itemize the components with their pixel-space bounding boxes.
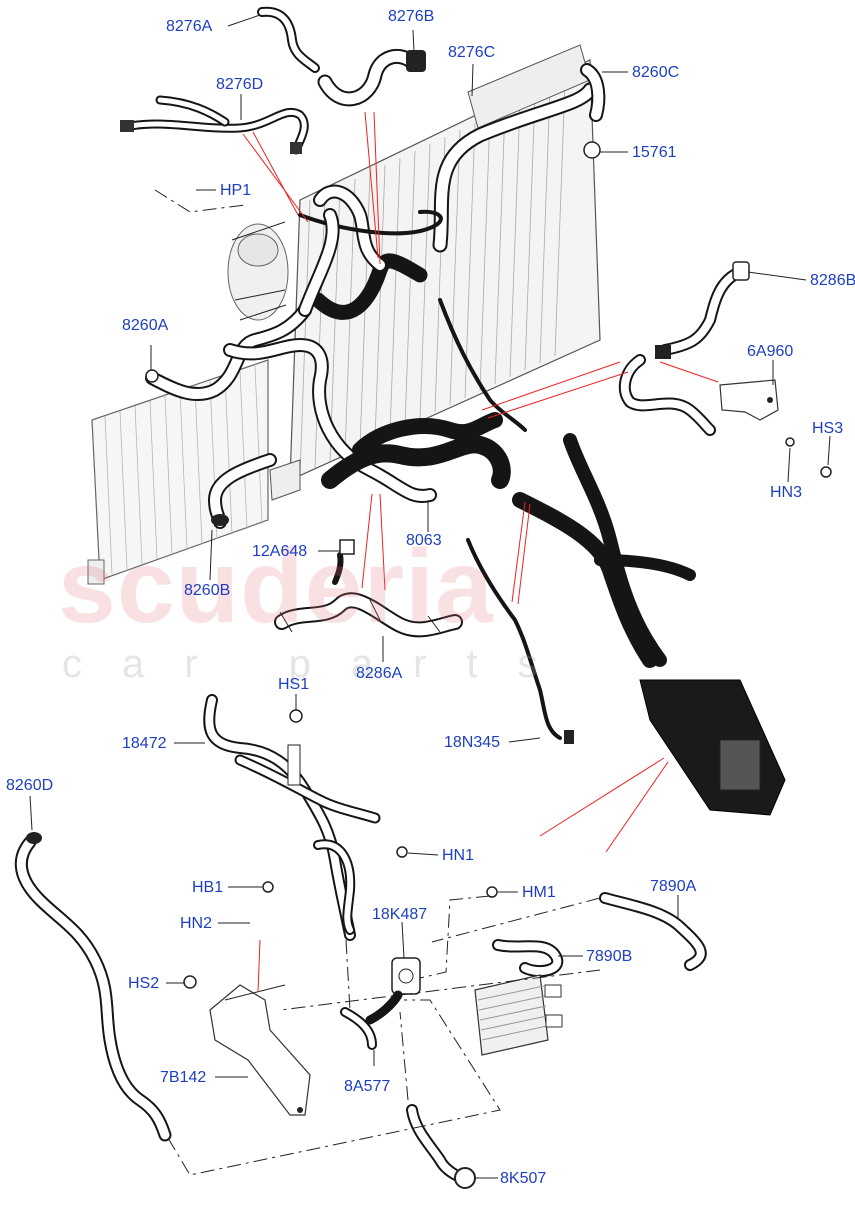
label-8276a: 8276A — [166, 18, 213, 35]
black-upper-hoses — [298, 184, 527, 432]
label-8276b: 8276B — [388, 8, 435, 25]
black-lower-hose-assembly — [512, 433, 786, 816]
valve-18k487 — [391, 957, 421, 995]
label-8260d: 8260D — [6, 777, 54, 794]
label-8a577: 8A577 — [344, 1078, 391, 1095]
bracket-6a960 — [719, 379, 779, 421]
label-hs2: HS2 — [128, 975, 160, 992]
oil-cooler — [474, 974, 563, 1056]
dash-dot-lines — [154, 189, 601, 1176]
label-7b142: 7B142 — [160, 1069, 207, 1086]
hose-8286a — [274, 539, 463, 638]
hose-8276d — [120, 95, 309, 155]
hose-8286b — [618, 261, 750, 436]
label-8260c: 8260C — [632, 64, 680, 81]
label-12a648: 12A648 — [252, 543, 308, 560]
label-hs3: HS3 — [812, 420, 844, 437]
pipe-18n345 — [466, 538, 574, 744]
hose-7890b — [492, 939, 564, 978]
hose-8276c — [432, 63, 606, 253]
label-hn1: HN1 — [442, 847, 475, 864]
hose-8260a — [145, 208, 437, 503]
label-hm1: HM1 — [522, 884, 556, 901]
main-radiator — [269, 44, 601, 501]
label-hb1: HB1 — [192, 879, 224, 896]
hose-7890a — [599, 892, 707, 971]
label-8260b: 8260B — [184, 582, 231, 599]
hose-8a577 — [340, 990, 403, 1050]
leader-lines — [29, 14, 831, 1179]
label-8276c: 8276C — [448, 44, 496, 61]
label-18k487: 18K487 — [372, 906, 428, 923]
label-18472: 18472 — [122, 735, 167, 752]
fasteners — [145, 141, 832, 989]
hose-18472 — [203, 694, 381, 941]
label-hn3: HN3 — [770, 484, 803, 501]
hose-8063 — [321, 412, 511, 489]
label-7890a: 7890A — [650, 878, 697, 895]
label-8063: 8063 — [406, 532, 442, 549]
bracket-7b142 — [209, 984, 311, 1116]
label-8286b: 8286B — [810, 272, 855, 289]
hose-8k507 — [406, 1104, 476, 1189]
label-hn2: HN2 — [180, 915, 213, 932]
hose-8260b — [208, 453, 277, 529]
red-callout-lines — [242, 111, 719, 993]
hose-8276a — [257, 6, 320, 73]
label-hs1: HS1 — [278, 676, 310, 693]
engine-component — [227, 221, 289, 321]
hose-8260d — [14, 832, 172, 1142]
label-8260a: 8260A — [122, 317, 169, 334]
label-8276d: 8276D — [216, 76, 264, 93]
label-8k507: 8K507 — [500, 1170, 547, 1187]
label-18n345: 18N345 — [444, 734, 501, 751]
hose-8276b — [317, 48, 426, 107]
label-15761: 15761 — [632, 144, 677, 161]
label-8286a: 8286A — [356, 665, 403, 682]
label-6a960: 6A960 — [747, 343, 794, 360]
label-7890b: 7890B — [586, 948, 633, 965]
label-hp1: HP1 — [220, 182, 252, 199]
